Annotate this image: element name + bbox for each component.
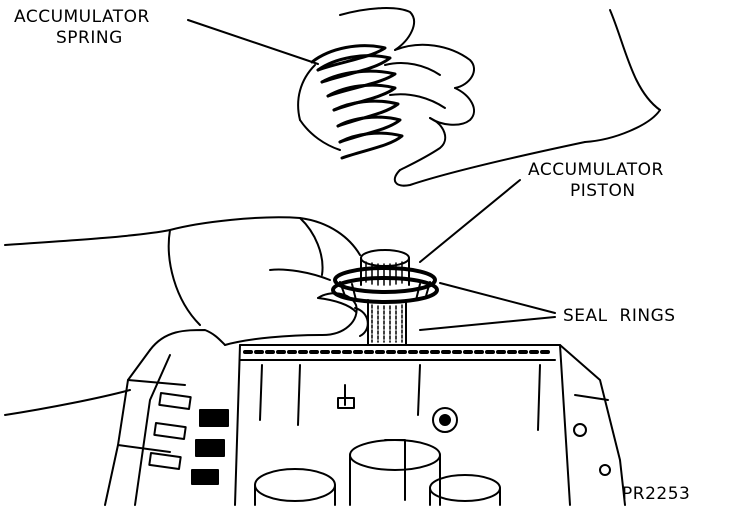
leader-seal-ring-lower bbox=[419, 316, 556, 331]
leader-seal-ring-upper bbox=[439, 282, 556, 314]
leader-spring bbox=[187, 19, 319, 65]
label-accumulator-spring: ACCUMULATOR SPRING bbox=[14, 7, 150, 49]
leader-piston bbox=[419, 179, 521, 263]
label-accumulator-spring-line2: SPRING bbox=[56, 28, 123, 48]
lower-hand bbox=[4, 216, 369, 416]
upper-hand bbox=[297, 7, 661, 187]
transmission-case bbox=[104, 344, 626, 506]
figure-id: PR2253 bbox=[622, 484, 691, 504]
accumulator-piston bbox=[331, 249, 439, 346]
label-accumulator-piston: ACCUMULATOR PISTON bbox=[528, 160, 664, 202]
leader-lines bbox=[187, 19, 556, 331]
accumulator-spring bbox=[310, 44, 404, 160]
label-accumulator-piston-line2: PISTON bbox=[570, 181, 636, 201]
label-seal-rings: SEAL RINGS bbox=[563, 306, 676, 326]
label-accumulator-spring-line1: ACCUMULATOR bbox=[14, 7, 150, 27]
label-accumulator-piston-line1: ACCUMULATOR bbox=[528, 160, 664, 180]
